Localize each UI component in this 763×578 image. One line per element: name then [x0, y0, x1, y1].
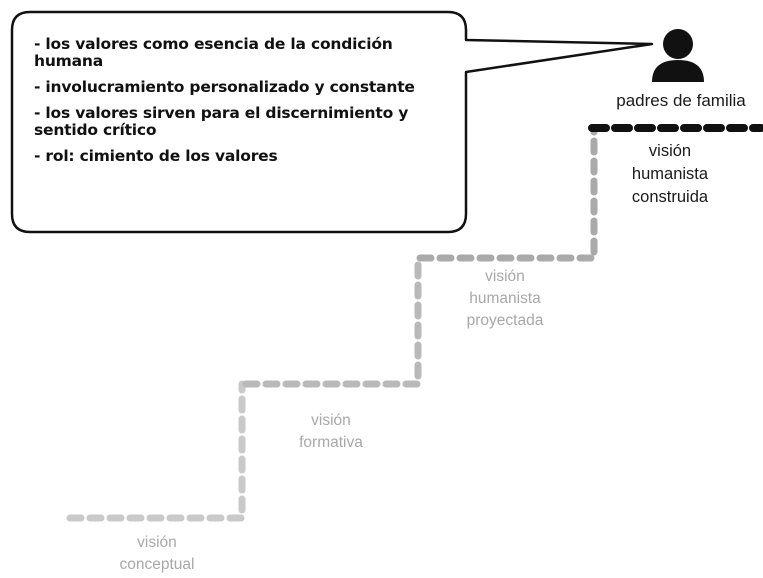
- step-label-formativa: visión formativa: [299, 412, 363, 451]
- staircase-lines: [66, 124, 763, 522]
- bubble-item: - involucramiento personalizado y consta…: [34, 78, 415, 96]
- step-proyectada-line: [416, 124, 598, 262]
- step-conceptual-line: [66, 380, 246, 522]
- bubble-item: - rol: cimiento de los valores: [34, 147, 278, 165]
- speech-bubble: [10, 10, 654, 234]
- step-label-construida: visión humanista construida: [631, 142, 709, 206]
- step-label-proyectada: visión humanista proyectada: [466, 268, 544, 329]
- step-formativa-line: [242, 254, 422, 388]
- bubble-text: - los valores como esencia de la condici…: [34, 36, 464, 174]
- bubble-item: - los valores como esencia de la condici…: [34, 35, 393, 70]
- step-label-conceptual: visión conceptual: [119, 534, 195, 573]
- actor-label: padres de familia: [616, 91, 746, 110]
- bubble-item: - los valores sirven para el discernimie…: [34, 104, 409, 139]
- person-icon: [652, 29, 704, 82]
